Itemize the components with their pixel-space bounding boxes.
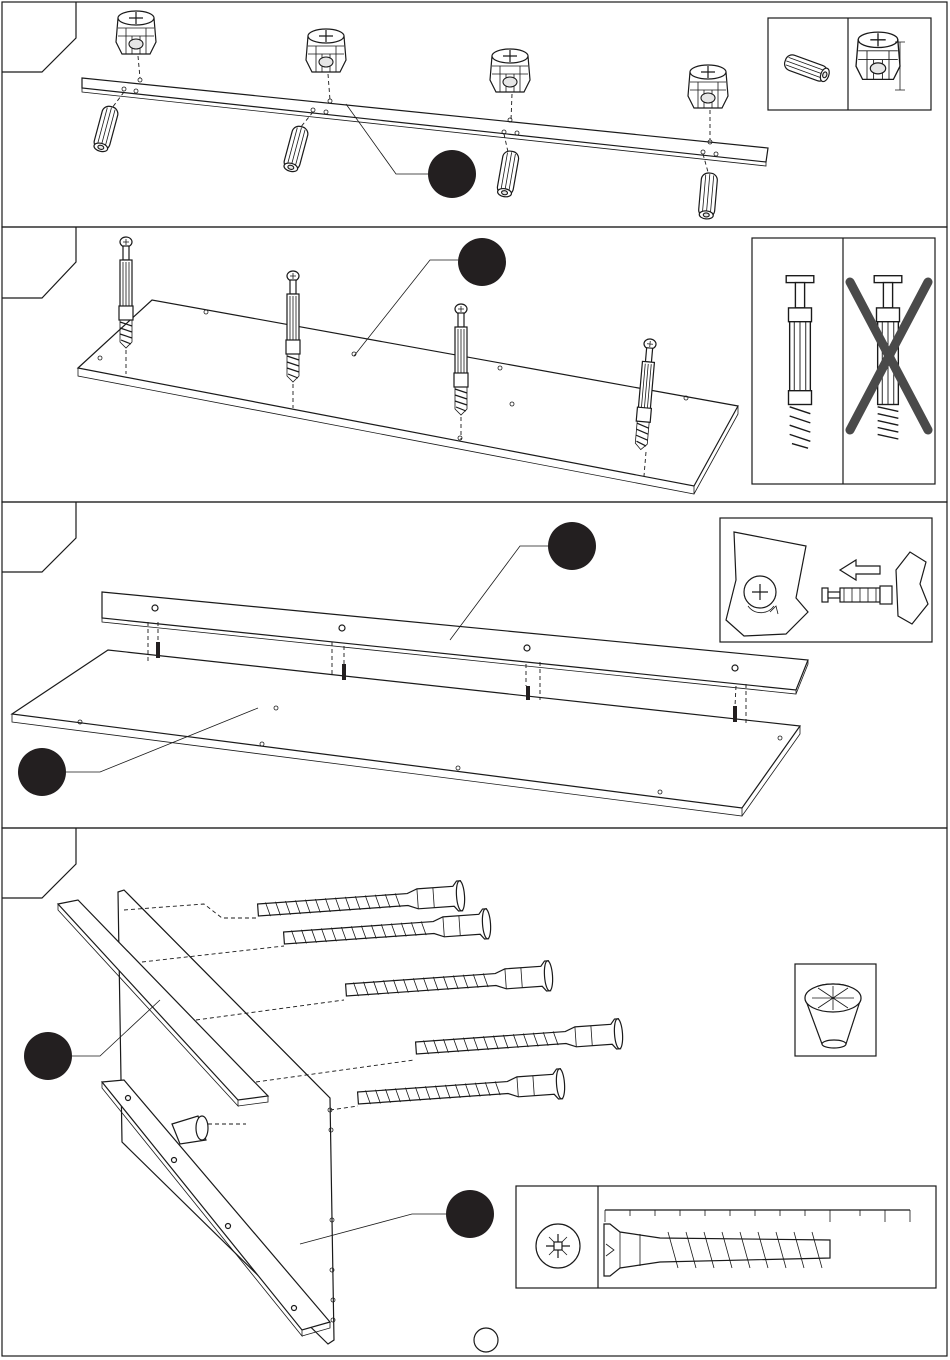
- step-4-panel: [2, 828, 947, 1356]
- pozidriv-head-icon: [536, 1224, 580, 1268]
- step-2-detail-box: [752, 238, 935, 484]
- dowel-icon: [783, 53, 832, 84]
- step-2-panel: [2, 227, 947, 502]
- arrow-left-icon: [840, 560, 880, 580]
- step-1-callout: [428, 150, 476, 198]
- step-4-number-tab: [2, 828, 76, 898]
- plastic-foot-icon: [805, 984, 861, 1048]
- ruler-icon: [605, 1210, 910, 1222]
- step-4-callout-rail: [24, 1032, 72, 1080]
- step-1-panel: [2, 2, 947, 227]
- step-2-number-tab: [2, 227, 76, 298]
- cam-bolt-icon: [786, 276, 814, 448]
- cam-lock-icon: [856, 32, 900, 79]
- step-1-number-tab: [2, 2, 76, 72]
- step-3-panel: [2, 502, 947, 828]
- confirmat-screw-icon: [604, 1224, 830, 1276]
- step-2-callout: [458, 238, 506, 286]
- cam-bolt-icon: [822, 586, 892, 604]
- step-1-detail-box: [768, 18, 931, 110]
- confirmat-screw-icon: [257, 881, 624, 1113]
- step-1-rail: [82, 78, 768, 166]
- page-number-badge: [474, 1328, 498, 1352]
- step-4-callout-side: [446, 1190, 494, 1238]
- step-3-number-tab: [2, 502, 76, 572]
- step-3-callout-rail: [548, 522, 596, 570]
- step-3-callout-board: [18, 748, 66, 796]
- step-3-detail-box: [720, 518, 932, 642]
- step-4-foot-detail-box: [795, 964, 876, 1056]
- step-4-screw-detail-box: [516, 1186, 936, 1288]
